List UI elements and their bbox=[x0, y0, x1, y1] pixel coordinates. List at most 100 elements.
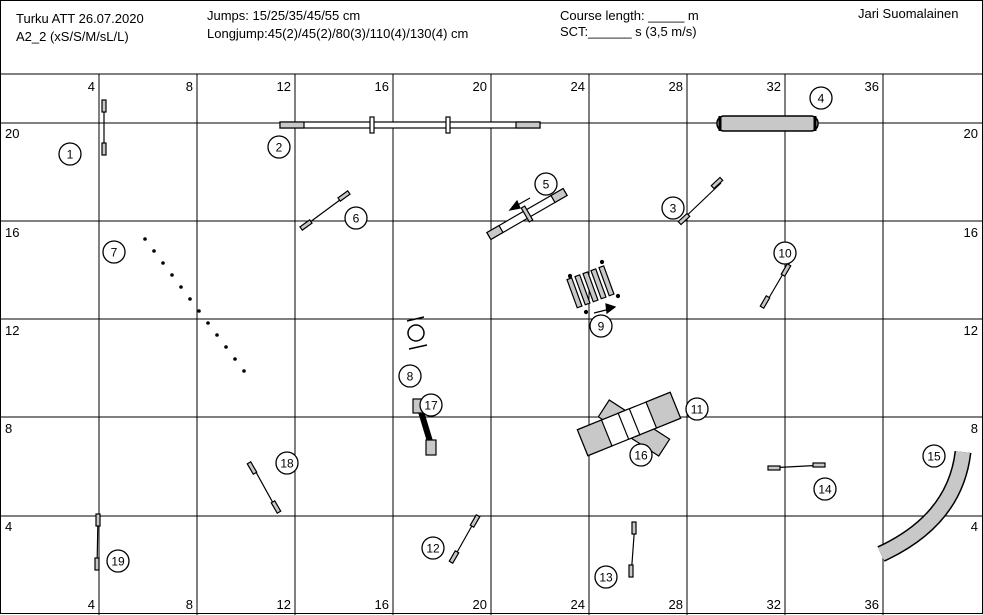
number-label: 9 bbox=[598, 320, 605, 334]
number-circle bbox=[344, 206, 368, 230]
broad-jump-9 bbox=[566, 259, 621, 315]
number-circle bbox=[398, 364, 422, 388]
number-label: 3 bbox=[670, 202, 677, 216]
grid-label-left: 4 bbox=[5, 519, 12, 534]
grid-label-top: 12 bbox=[277, 79, 291, 94]
number-label: 19 bbox=[111, 555, 125, 569]
obstacle-number-7: 7 bbox=[102, 240, 126, 264]
weave-pole bbox=[143, 237, 147, 241]
curved-tunnel-15 bbox=[877, 450, 972, 562]
grid-label-bottom: 20 bbox=[473, 597, 487, 612]
number-circle bbox=[589, 314, 613, 338]
number-circle bbox=[661, 196, 685, 220]
obstacle-number-15: 15 bbox=[922, 444, 946, 468]
obstacle-number-9: 9 bbox=[589, 314, 613, 338]
grid-label-bottom: 12 bbox=[277, 597, 291, 612]
grid-label-top: 24 bbox=[571, 79, 585, 94]
obstacle-number-17: 17 bbox=[419, 393, 443, 417]
number-circle bbox=[275, 451, 299, 475]
jump-19 bbox=[94, 513, 101, 571]
grid-label-top: 4 bbox=[88, 79, 95, 94]
number-label: 11 bbox=[691, 403, 704, 417]
obstacle-number-10: 10 bbox=[773, 241, 797, 265]
event-title: Turku ATT 26.07.2020 bbox=[16, 11, 144, 26]
grid-label-top: 28 bbox=[669, 79, 683, 94]
obstacle-number-2: 2 bbox=[267, 135, 291, 159]
weave-pole bbox=[206, 321, 210, 325]
obstacle-number-4: 4 bbox=[809, 86, 833, 110]
course-length: Course length: _____ m bbox=[560, 8, 699, 23]
obstacle-number-19: 19 bbox=[106, 549, 130, 573]
number-circle bbox=[102, 240, 126, 264]
weave-pole bbox=[188, 297, 192, 301]
weave-poles-7 bbox=[143, 237, 246, 373]
grid-label-top: 32 bbox=[767, 79, 781, 94]
obstacle-number-12: 12 bbox=[421, 536, 445, 560]
weave-pole bbox=[161, 261, 165, 265]
obstacle-number-3: 3 bbox=[661, 196, 685, 220]
number-label: 6 bbox=[353, 212, 360, 226]
grid-label-bottom: 36 bbox=[865, 597, 879, 612]
number-circle bbox=[58, 142, 82, 166]
grid-label-right: 4 bbox=[971, 519, 978, 534]
number-label: 14 bbox=[818, 483, 832, 497]
number-label: 8 bbox=[407, 370, 414, 384]
grid-label-right: 8 bbox=[971, 421, 978, 436]
judge-name: Jari Suomalainen bbox=[858, 6, 959, 21]
number-label: 10 bbox=[778, 247, 792, 261]
grid-label-left: 20 bbox=[5, 126, 19, 141]
number-circle bbox=[629, 443, 653, 467]
obstacle-number-11: 11 bbox=[685, 397, 709, 421]
number-circle bbox=[922, 444, 946, 468]
grid-label-top: 16 bbox=[375, 79, 389, 94]
jump-3 bbox=[677, 176, 724, 226]
number-circle bbox=[267, 135, 291, 159]
jump-12 bbox=[448, 513, 481, 565]
number-label: 12 bbox=[426, 542, 440, 556]
obstacle-number-13: 13 bbox=[594, 565, 618, 589]
grid-label-bottom: 24 bbox=[571, 597, 585, 612]
grid-label-top: 8 bbox=[186, 79, 193, 94]
tunnel-4 bbox=[716, 115, 819, 132]
jump-13 bbox=[628, 521, 637, 578]
obstacle-number-1: 1 bbox=[58, 142, 82, 166]
jump-6 bbox=[299, 190, 351, 231]
obstacle-number-8: 8 bbox=[398, 364, 422, 388]
weave-pole bbox=[152, 249, 156, 253]
number-label: 2 bbox=[276, 141, 283, 155]
obstacle-number-16: 16 bbox=[629, 443, 653, 467]
weave-pole bbox=[224, 345, 228, 349]
obstacle-number-6: 6 bbox=[344, 206, 368, 230]
jump-10 bbox=[759, 261, 792, 310]
number-circle bbox=[594, 565, 618, 589]
longjump-spec: Longjump:45(2)/45(2)/80(3)/110(4)/130(4)… bbox=[207, 26, 469, 41]
number-label: 15 bbox=[927, 450, 941, 464]
grid-label-bottom: 16 bbox=[375, 597, 389, 612]
number-label: 18 bbox=[280, 457, 294, 471]
grid-label-bottom: 32 bbox=[767, 597, 781, 612]
grid-label-top: 36 bbox=[865, 79, 879, 94]
number-circle bbox=[421, 536, 445, 560]
number-label: 7 bbox=[111, 246, 118, 260]
jump-1 bbox=[101, 99, 107, 156]
tire-jump-5 bbox=[486, 187, 568, 241]
grid-label-right: 12 bbox=[964, 323, 978, 338]
jumps-heights: Jumps: 15/25/35/45/55 cm bbox=[207, 8, 361, 23]
number-circle bbox=[106, 549, 130, 573]
grid-label-bottom: 28 bbox=[669, 597, 683, 612]
number-circle bbox=[534, 172, 558, 196]
number-circle bbox=[809, 86, 833, 110]
class-label: A2_2 (xS/S/M/sL/L) bbox=[16, 29, 129, 44]
grid-label-top: 20 bbox=[473, 79, 487, 94]
number-circle bbox=[419, 393, 443, 417]
number-label: 5 bbox=[543, 178, 550, 192]
jump-18 bbox=[246, 460, 282, 515]
weave-pole bbox=[170, 273, 174, 277]
grid-label-left: 12 bbox=[5, 323, 19, 338]
table-seesaw-11-16 bbox=[576, 391, 682, 457]
number-label: 13 bbox=[599, 571, 613, 585]
number-circle bbox=[813, 477, 837, 501]
